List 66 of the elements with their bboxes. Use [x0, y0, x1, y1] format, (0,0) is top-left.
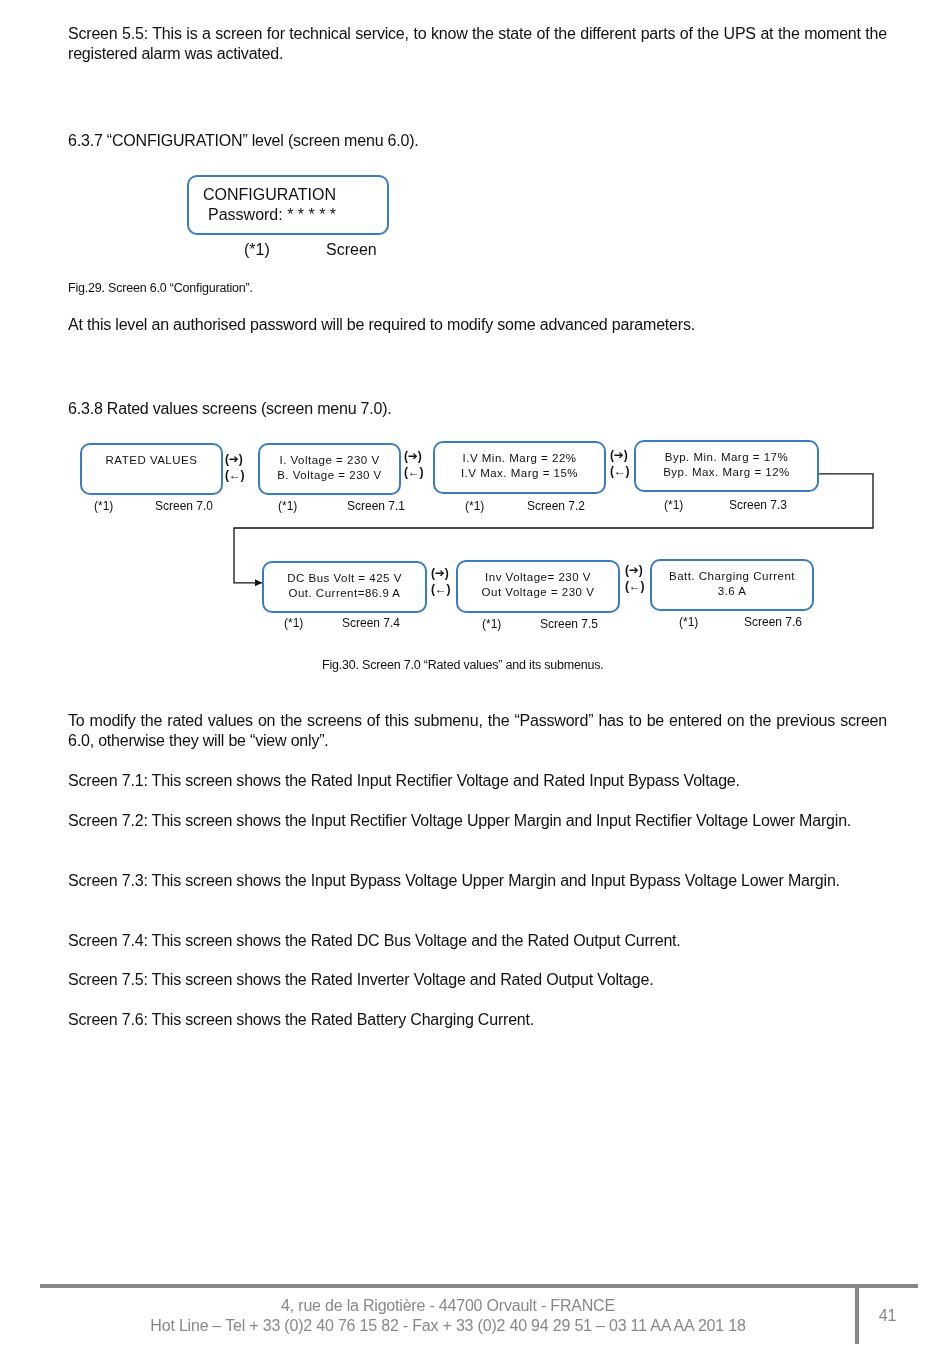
screen-box — [456, 560, 620, 613]
screen-caption: Screen — [326, 241, 377, 259]
footnote-mark: (*1) — [679, 615, 699, 629]
screen-text: Out. Current=86.9 A — [288, 586, 401, 601]
paragraph: Screen 7.4: This screen shows the Rated DC Bus Voltage and the Rated Output Current. — [68, 931, 682, 951]
screen-text: Out Voltage = 230 V — [481, 585, 595, 600]
paragraph: Screen 7.3: This screen shows the Input Bypass Voltage Upper Margin and Input Bypass Voltage Lower Margin. — [68, 871, 841, 891]
key-hint: (➔) — [431, 565, 449, 581]
paragraph: Screen 7.1: This screen shows the Rated Input Rectifier Voltage and Rated Input Bypass Voltage. — [68, 771, 741, 791]
footnote-mark: (*1) — [244, 241, 270, 259]
screen-box — [187, 175, 389, 235]
screen-caption: Screen 7.4 — [342, 616, 401, 630]
screen-box — [650, 559, 814, 611]
screen-text: DC Bus Volt = 425 V — [287, 571, 402, 586]
screen-caption: Screen 7.2 — [527, 499, 586, 513]
key-hint: (➔) — [404, 448, 422, 464]
screen-text: Password: * * * * * — [207, 205, 337, 225]
figure-caption: Fig.29. Screen 6.0 “Configuration”. — [68, 280, 254, 297]
footnote-mark: (*1) — [278, 499, 298, 513]
screen-text: RATED VALUES — [105, 453, 198, 468]
screen-text: 3.6 A — [717, 584, 747, 599]
key-hint: (←) — [404, 464, 424, 480]
paragraph: Screen 5.5: This is a screen for technical service, to know the state of the different parts of the UPS at the moment the registered alarm was activated. — [68, 24, 887, 64]
footnote-mark: (*1) — [465, 499, 485, 513]
screen-caption: Screen 7.6 — [744, 615, 803, 629]
screen-caption: Screen 7.5 — [540, 617, 599, 631]
figure-caption: Fig.30. Screen 7.0 “Rated values” and its submenus. — [322, 657, 605, 674]
footnote-mark: (*1) — [94, 499, 114, 513]
screen-box — [80, 443, 223, 495]
screen-text: Byp. Max. Marg = 12% — [663, 465, 790, 480]
section-heading: 6.3.8 Rated values screens (screen menu 7.0). — [68, 399, 393, 419]
screen-text: I.V Min. Marg = 22% — [462, 451, 577, 466]
paragraph: Screen 7.5: This screen shows the Rated Inverter Voltage and Rated Output Voltage. — [68, 970, 655, 990]
footnote-mark: (*1) — [664, 498, 684, 512]
key-hint: (➔) — [225, 451, 243, 467]
screen-caption: Screen 7.0 — [155, 499, 214, 513]
screen-box — [433, 441, 606, 494]
key-hint: (←) — [225, 467, 245, 483]
key-hint: (←) — [431, 581, 451, 597]
section-heading: 6.3.7 “CONFIGURATION” level (screen menu 6.0). — [68, 131, 420, 151]
screen-text: I. Voltage = 230 V — [279, 453, 380, 468]
screen-box — [262, 561, 427, 613]
key-hint: (➔) — [625, 562, 643, 578]
screen-text: Byp. Min. Marg = 17% — [664, 450, 789, 465]
screen-text: Inv Voltage= 230 V — [485, 570, 591, 585]
screen-caption: Screen 7.1 — [347, 499, 406, 513]
footnote-mark: (*1) — [284, 616, 304, 630]
paragraph: Screen 7.6: This screen shows the Rated Battery Charging Current. — [68, 1010, 536, 1030]
footnote-mark: (*1) — [482, 617, 502, 631]
page-number: 41 — [877, 1306, 898, 1326]
screen-text: I.V Max. Marg = 15% — [460, 466, 579, 481]
screen-box — [634, 440, 819, 492]
footer-text: Hot Line – Tel + 33 (0)2 40 76 15 82 - Fax + 33 (0)2 40 94 29 51 – 03 11 AA AA 201 18 — [149, 1316, 747, 1336]
screen-text: B. Voltage = 230 V — [277, 468, 382, 483]
key-hint: (←) — [610, 463, 630, 479]
screen-text: CONFIGURATION — [203, 185, 337, 205]
screen-caption: Screen 7.3 — [729, 498, 788, 512]
paragraph: Screen 7.2: This screen shows the Input Rectifier Voltage Upper Margin and Input Rectifier Voltage Lower Margin. — [68, 811, 853, 831]
connector-arrow — [233, 473, 874, 587]
paragraph: At this level an authorised password will be required to modify some advanced parameters. — [68, 315, 696, 335]
screen-text: Batt. Charging Current — [668, 569, 796, 584]
screen-box — [258, 443, 401, 495]
key-hint: (➔) — [610, 447, 628, 463]
footer-text: 4, rue de la Rigotière - 44700 Orvault - FRANCE — [280, 1296, 616, 1316]
paragraph: To modify the rated values on the screens of this submenu, the “Password” has to be entered on the previous screen 6.0, otherwise they will be “view only”. — [68, 711, 887, 751]
key-hint: (←) — [625, 578, 645, 594]
